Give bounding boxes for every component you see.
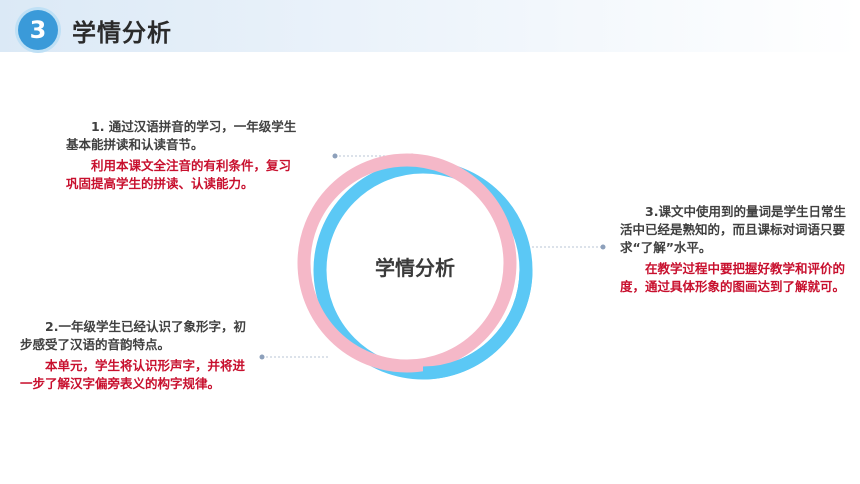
analysis-ring: [297, 153, 533, 380]
ring-blue-overlap: [422, 269, 533, 380]
item-2-text: 2.一年级学生已经认识了象形字，初步感受了汉语的音韵特点。: [20, 319, 246, 352]
header: 3 学情分析: [0, 0, 860, 60]
connector-dot-3a: [600, 244, 606, 250]
connector-dot-2a: [259, 354, 265, 360]
center-label: 学情分析: [375, 256, 455, 280]
item-2-note: 本单元，学生将认识形声字，并将进一步了解汉字偏旁表义的构字规律。: [20, 358, 246, 391]
analysis-item-1: 1. 通过汉语拼音的学习，一年级学生基本能拼读和认读音节。 利用本课文全注音的有…: [66, 118, 300, 193]
ring-pink: [297, 153, 517, 373]
item-1-text: 1. 通过汉语拼音的学习，一年级学生基本能拼读和认读音节。: [66, 119, 297, 152]
page-title: 学情分析: [72, 19, 172, 47]
item-3-text: 3.课文中使用到的量词是学生日常生活中已经是熟知的，而且课标对词语只要求“了解”…: [620, 204, 846, 255]
analysis-item-2: 2.一年级学生已经认识了象形字，初步感受了汉语的音韵特点。 本单元，学生将认识形…: [20, 318, 252, 393]
item-1-note: 利用本课文全注音的有利条件，复习巩固提高学生的拼读、认读能力。: [66, 158, 292, 191]
header-bar: [0, 0, 860, 52]
analysis-item-3: 3.课文中使用到的量词是学生日常生活中已经是熟知的，而且课标对词语只要求“了解”…: [620, 203, 848, 296]
section-number-badge: 3: [18, 10, 58, 50]
item-3-note: 在教学过程中要把握好教学和评价的度，通过具体形象的图画达到了解就可。: [620, 261, 846, 294]
